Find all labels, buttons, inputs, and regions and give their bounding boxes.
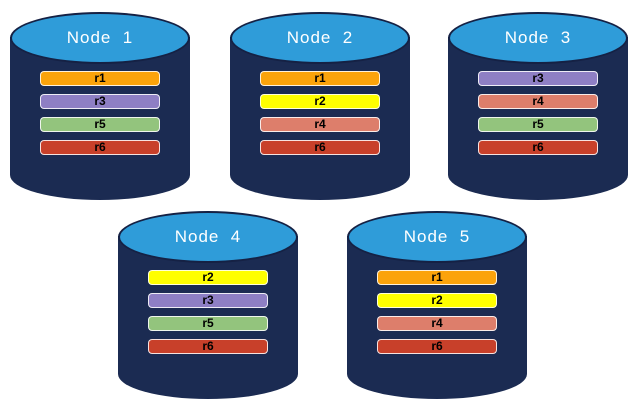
replica-bar-r4: r4 (377, 316, 497, 331)
cylinder-top: Node 3 (448, 12, 628, 64)
replica-bar-r1: r1 (260, 71, 380, 86)
replica-bar-r1: r1 (40, 71, 160, 86)
replica-bar-r2: r2 (260, 94, 380, 109)
cylinder-top: Node 5 (347, 211, 527, 263)
replica-bar-r5: r5 (148, 316, 268, 331)
node-cylinder-1: Node 1 r1 r3 r5 r6 (10, 12, 190, 202)
replica-bar-r6: r6 (40, 140, 160, 155)
replica-bar-list: r3 r4 r5 r6 (478, 71, 598, 163)
replica-bar-r1: r1 (377, 270, 497, 285)
replica-bar-list: r2 r3 r5 r6 (148, 270, 268, 362)
replica-bar-list: r1 r3 r5 r6 (40, 71, 160, 163)
cylinder-top: Node 4 (118, 211, 298, 263)
replica-bar-r3: r3 (148, 293, 268, 308)
replica-bar-list: r1 r2 r4 r6 (377, 270, 497, 362)
node-title: Node 2 (286, 28, 354, 47)
replica-bar-r2: r2 (148, 270, 268, 285)
replica-bar-r4: r4 (260, 117, 380, 132)
replica-bar-r6: r6 (260, 140, 380, 155)
node-title: Node 5 (403, 227, 471, 246)
replica-bar-r3: r3 (40, 94, 160, 109)
replica-bar-r2: r2 (377, 293, 497, 308)
replica-bar-r3: r3 (478, 71, 598, 86)
cylinder-top: Node 2 (230, 12, 410, 64)
replica-bar-r6: r6 (478, 140, 598, 155)
node-cylinder-2: Node 2 r1 r2 r4 r6 (230, 12, 410, 202)
cylinder-top: Node 1 (10, 12, 190, 64)
node-title: Node 3 (504, 28, 572, 47)
node-cylinder-4: Node 4 r2 r3 r5 r6 (118, 211, 298, 401)
node-title: Node 1 (66, 28, 134, 47)
node-cylinder-5: Node 5 r1 r2 r4 r6 (347, 211, 527, 401)
node-cylinder-3: Node 3 r3 r4 r5 r6 (448, 12, 628, 202)
replica-bar-r4: r4 (478, 94, 598, 109)
replica-bar-r5: r5 (40, 117, 160, 132)
replica-bar-r5: r5 (478, 117, 598, 132)
node-title: Node 4 (174, 227, 242, 246)
replica-bar-r6: r6 (148, 339, 268, 354)
replica-bar-r6: r6 (377, 339, 497, 354)
replica-bar-list: r1 r2 r4 r6 (260, 71, 380, 163)
